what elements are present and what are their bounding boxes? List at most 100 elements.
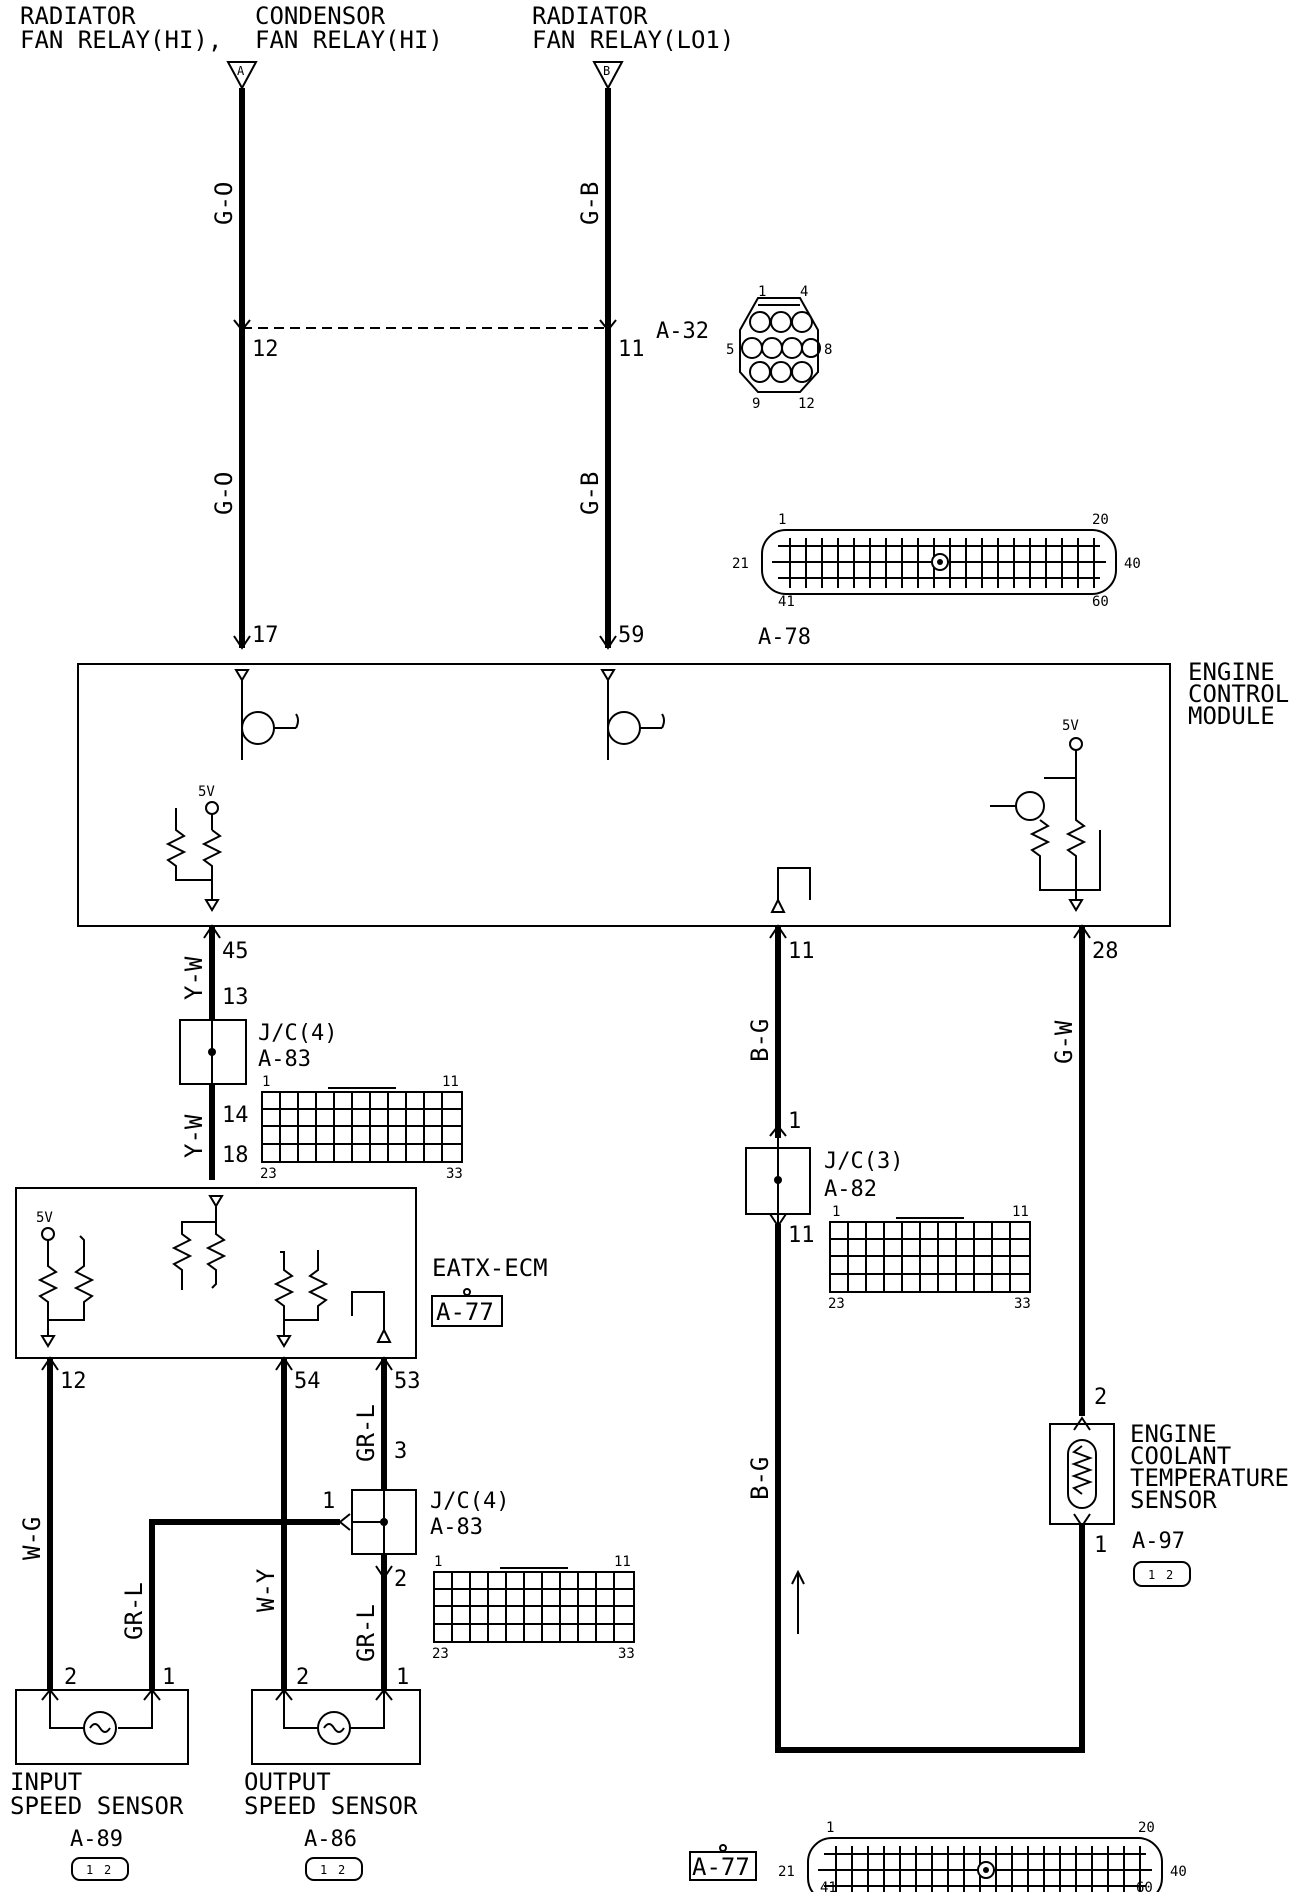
input-sensor-label-2: SPEED SENSOR bbox=[10, 1792, 184, 1820]
jc3-id: A-82 bbox=[824, 1177, 877, 1202]
svg-text:1: 1 bbox=[262, 1074, 270, 1090]
svg-text:12: 12 bbox=[798, 396, 815, 412]
pin-1-jc3: 1 bbox=[788, 1109, 801, 1134]
svg-text:8: 8 bbox=[824, 342, 832, 358]
ecm-5v-right: 5V bbox=[1062, 718, 1079, 734]
connector-a86-label: A-86 bbox=[304, 1827, 357, 1852]
ecm-label-2: CONTROL bbox=[1188, 680, 1289, 708]
pin-1-input: 1 bbox=[162, 1665, 175, 1690]
pin-11-ecm: 11 bbox=[788, 939, 815, 964]
connector-a97-label: A-97 bbox=[1132, 1529, 1185, 1554]
svg-text:5: 5 bbox=[726, 342, 734, 358]
ect-label-3: TEMPERATURE bbox=[1130, 1464, 1289, 1492]
pin-13: 13 bbox=[222, 985, 249, 1010]
label-radiator-hi-1: RADIATOR bbox=[20, 2, 136, 30]
svg-text:1: 1 bbox=[320, 1863, 327, 1877]
connector-a78-label: A-78 bbox=[758, 625, 811, 650]
wire-label-go-lower: G-O bbox=[210, 472, 238, 515]
svg-text:11: 11 bbox=[442, 1074, 459, 1090]
svg-text:21: 21 bbox=[732, 556, 749, 572]
output-speed-sensor bbox=[251, 1688, 421, 1765]
ecm-ground-mid bbox=[770, 867, 811, 913]
svg-text:1: 1 bbox=[832, 1204, 840, 1220]
connector-flag-a: A bbox=[226, 61, 258, 91]
wire-label-grl-3: GR-L bbox=[352, 1604, 380, 1662]
wire-label-gb-lower: G-B bbox=[576, 472, 604, 515]
ecm-transistor-2 bbox=[600, 669, 665, 760]
svg-text:20: 20 bbox=[1092, 512, 1109, 528]
svg-text:1: 1 bbox=[778, 512, 786, 528]
connector-a77-bottom bbox=[807, 1837, 1163, 1892]
svg-text:33: 33 bbox=[1014, 1296, 1031, 1312]
wire-label-bg-2: B-G bbox=[746, 1457, 774, 1500]
jc4-top-connector-grid bbox=[261, 1087, 463, 1163]
wire-label-gb-upper: G-B bbox=[576, 182, 604, 225]
wire-label-grl-2: GR-L bbox=[120, 1582, 148, 1640]
svg-text:40: 40 bbox=[1170, 1864, 1187, 1880]
ecm-circuit-right bbox=[990, 737, 1101, 912]
svg-text:40: 40 bbox=[1124, 556, 1141, 572]
wire-label-go-upper: G-O bbox=[210, 182, 238, 225]
svg-text:11: 11 bbox=[614, 1554, 631, 1570]
connector-a77-tag bbox=[431, 1288, 503, 1327]
pin-53: 53 bbox=[394, 1369, 421, 1394]
output-sensor-label-2: SPEED SENSOR bbox=[244, 1792, 418, 1820]
svg-text:41: 41 bbox=[778, 594, 795, 610]
pin-1-jc4: 1 bbox=[322, 1489, 335, 1514]
svg-text:60: 60 bbox=[1136, 1880, 1153, 1892]
label-condensor-1: CONDENSOR bbox=[255, 2, 386, 30]
jc4-top-id: A-83 bbox=[258, 1047, 311, 1072]
jc4-bottom-connector-grid bbox=[433, 1567, 635, 1643]
pin-3: 3 bbox=[394, 1439, 407, 1464]
svg-text:20: 20 bbox=[1138, 1820, 1155, 1836]
wire-label-gw: G-W bbox=[1050, 1020, 1078, 1064]
eatx-ecm-label: EATX-ECM bbox=[432, 1254, 548, 1282]
pin-11-jc3: 11 bbox=[788, 1223, 815, 1248]
wire-grl-input bbox=[149, 1519, 340, 1690]
pin-1-output: 1 bbox=[396, 1665, 409, 1690]
a77-bottom-tag-label: A-77 bbox=[692, 1853, 750, 1881]
jc4-top-name: J/C(4) bbox=[258, 1021, 337, 1046]
ect-label-2: COOLANT bbox=[1130, 1442, 1231, 1470]
svg-text:33: 33 bbox=[618, 1646, 635, 1662]
svg-text:1: 1 bbox=[758, 284, 766, 300]
wire-label-wy: W-Y bbox=[252, 1568, 280, 1612]
output-sensor-label-1: OUTPUT bbox=[244, 1768, 331, 1796]
svg-text:2: 2 bbox=[338, 1863, 345, 1877]
engine-coolant-temperature-sensor bbox=[1049, 1416, 1115, 1528]
connector-a77-bottom-tag bbox=[689, 1844, 757, 1881]
jc3-connector-grid bbox=[829, 1217, 1031, 1293]
svg-text:4: 4 bbox=[800, 284, 808, 300]
eatx-ecm-box bbox=[15, 1187, 417, 1359]
pin-17: 17 bbox=[252, 623, 279, 648]
svg-text:33: 33 bbox=[446, 1166, 463, 1182]
label-condensor-2: FAN RELAY(HI) bbox=[255, 26, 443, 54]
ecm-label-3: MODULE bbox=[1188, 702, 1275, 730]
svg-text:1: 1 bbox=[86, 1863, 93, 1877]
jc3-name: J/C(3) bbox=[824, 1149, 903, 1174]
pin-59: 59 bbox=[618, 623, 645, 648]
svg-text:1: 1 bbox=[1148, 1568, 1155, 1582]
connector-a32-label: A-32 bbox=[656, 319, 709, 344]
pin-45: 45 bbox=[222, 939, 249, 964]
pin-12-top: 12 bbox=[252, 337, 279, 362]
connector-a78 bbox=[761, 529, 1117, 595]
label-radiator-hi-2: FAN RELAY(HI), bbox=[20, 26, 222, 54]
engine-control-module-box bbox=[77, 663, 1171, 927]
svg-text:1: 1 bbox=[434, 1554, 442, 1570]
pin-18: 18 bbox=[222, 1143, 249, 1168]
wire-label-yw-1: Y-W bbox=[180, 956, 208, 1000]
svg-text:23: 23 bbox=[828, 1296, 845, 1312]
svg-text:2: 2 bbox=[1166, 1568, 1173, 1582]
pin-28: 28 bbox=[1092, 939, 1119, 964]
svg-text:1: 1 bbox=[826, 1820, 834, 1836]
pin-11-top: 11 bbox=[618, 337, 645, 362]
svg-text:9: 9 bbox=[752, 396, 760, 412]
ecm-transistor-1 bbox=[234, 669, 299, 760]
pin-1-ect: 1 bbox=[1094, 1533, 1107, 1558]
eatx-5v: 5V bbox=[36, 1210, 53, 1226]
svg-text:A: A bbox=[237, 64, 245, 78]
